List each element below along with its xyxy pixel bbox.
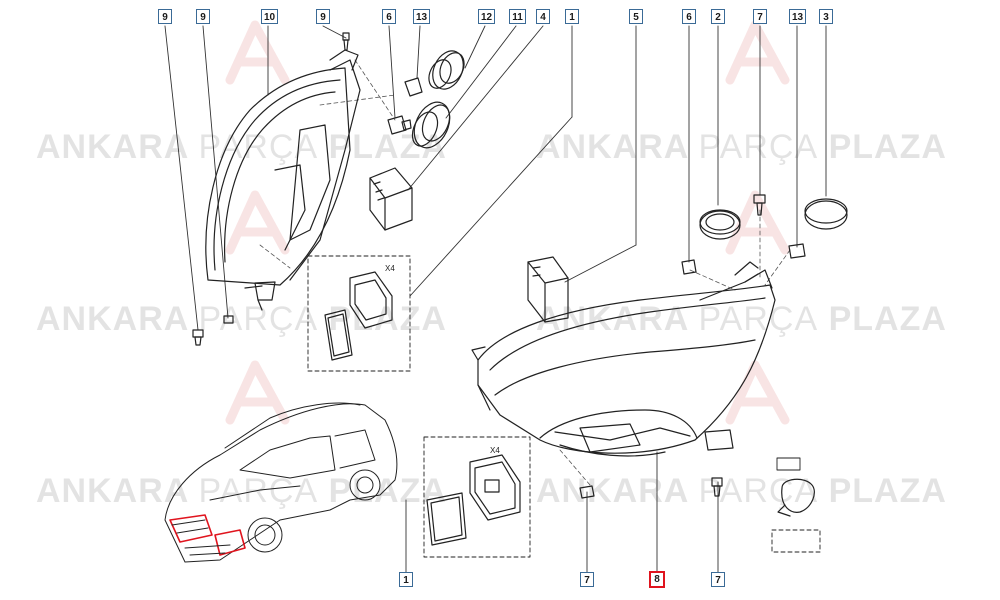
watermark-row-2: ANKARA PARÇA PLAZA <box>36 300 447 338</box>
control-module-4 <box>369 167 413 231</box>
dashed-guides <box>259 59 791 486</box>
screw-part-9 <box>192 32 350 346</box>
bulb-holder-upper <box>387 77 423 135</box>
signal-bulb <box>771 457 821 553</box>
callout-13-a[interactable]: 13 <box>413 9 430 24</box>
quantity-note-lower: X4 <box>490 446 500 455</box>
callout-7-a[interactable]: 7 <box>753 9 767 24</box>
callout-12[interactable]: 12 <box>478 9 495 24</box>
callout-1-b[interactable]: 1 <box>399 572 413 587</box>
watermark-row-2b: ANKARA PARÇA PLAZA <box>536 300 947 338</box>
callout-3[interactable]: 3 <box>819 9 833 24</box>
callout-10[interactable]: 10 <box>261 9 278 24</box>
callout-9-b[interactable]: 9 <box>196 9 210 24</box>
bolts-right <box>579 194 806 499</box>
module-kit-upper-box <box>307 255 411 372</box>
headlight-assembly-8 <box>471 261 776 457</box>
module-5 <box>527 256 569 323</box>
callout-7-c[interactable]: 7 <box>711 572 725 587</box>
bulb-cap-2 <box>699 209 741 240</box>
watermark-row-3: ANKARA PARÇA PLAZA <box>36 472 447 510</box>
callout-13-b[interactable]: 13 <box>789 9 806 24</box>
headlight-rear-housing <box>205 49 361 311</box>
watermark-row-3b: ANKARA PARÇA PLAZA <box>536 472 947 510</box>
callout-9-c[interactable]: 9 <box>316 9 330 24</box>
bulb-cap-3 <box>804 198 848 230</box>
callout-4[interactable]: 4 <box>536 9 550 24</box>
callout-6-b[interactable]: 6 <box>682 9 696 24</box>
car-illustration <box>164 402 398 563</box>
leader-lines <box>164 25 827 579</box>
callout-6-a[interactable]: 6 <box>382 9 396 24</box>
callout-2[interactable]: 2 <box>711 9 725 24</box>
watermark-row-1: ANKARA PARÇA PLAZA <box>36 128 447 166</box>
dust-cap-12 <box>428 50 465 90</box>
callout-11[interactable]: 11 <box>509 9 526 24</box>
module-kit-lower-box <box>423 436 531 558</box>
callout-9-a[interactable]: 9 <box>158 9 172 24</box>
callout-8-highlighted[interactable]: 8 <box>649 571 665 588</box>
callout-7-b[interactable]: 7 <box>580 572 594 587</box>
quantity-note-upper: X4 <box>385 264 395 273</box>
callout-5[interactable]: 5 <box>629 9 643 24</box>
callout-1-a[interactable]: 1 <box>565 9 579 24</box>
dust-cap-11 <box>411 101 451 149</box>
